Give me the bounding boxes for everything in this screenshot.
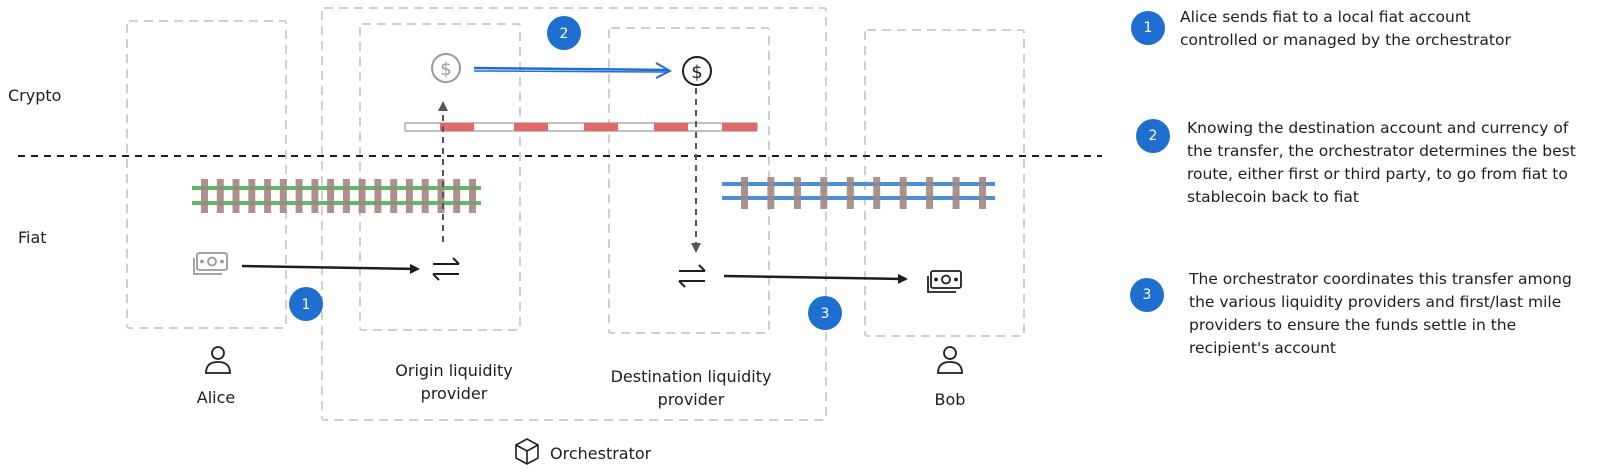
rail-tie <box>358 179 366 213</box>
rail-tie <box>342 179 350 213</box>
rail-tie <box>437 179 445 213</box>
crypto-rail <box>404 122 758 132</box>
destination-lp-label-line2: provider <box>658 390 725 409</box>
alice-cash-icon <box>193 252 228 275</box>
rail-tie <box>279 179 287 213</box>
rail-tie <box>899 177 907 209</box>
legend-badge-3: 3 <box>1130 278 1164 312</box>
destination-to-bob-arrow <box>723 273 908 284</box>
svg-text:1: 1 <box>302 297 311 313</box>
origin-lp-label-line2: provider <box>421 384 488 403</box>
rail-tie <box>846 177 854 209</box>
svg-text:2: 2 <box>560 26 569 42</box>
fiat-rail-destination <box>722 177 995 209</box>
rail-tie <box>421 179 429 213</box>
svg-text:$: $ <box>440 59 451 80</box>
alice-to-origin-arrow <box>241 263 420 274</box>
rail-tie <box>469 179 476 213</box>
bob-cash-icon <box>927 270 962 293</box>
orchestrator-box <box>321 7 827 421</box>
origin-dollar-icon: $ <box>431 53 461 83</box>
svg-text:3: 3 <box>821 306 830 322</box>
origin-exchange-icon <box>432 257 460 281</box>
diagram-badge-2: 2 <box>547 16 581 50</box>
svg-text:$: $ <box>691 62 702 83</box>
legend-badge-2: 2 <box>1136 119 1170 153</box>
rail-tie <box>232 179 240 213</box>
rail-tie <box>926 177 934 209</box>
alice-box <box>126 20 287 329</box>
rail-tie <box>979 177 986 209</box>
rail-tie <box>201 179 208 213</box>
legend-step-3-text: The orchestrator coordinates this transf… <box>1189 270 1572 357</box>
legend-step-2-text: Knowing the destination account and curr… <box>1187 119 1576 206</box>
diagram-badge-1: 1 <box>289 287 323 321</box>
rail-tie <box>793 177 801 209</box>
crypto-layer-label: Crypto <box>8 86 61 105</box>
rail-tie <box>873 177 881 209</box>
diagram-badge-3: 3 <box>808 296 842 330</box>
legend-badge-1: 1 <box>1131 11 1165 45</box>
rail-tie <box>741 177 748 209</box>
crypto-transfer-arrow <box>473 62 673 79</box>
rail-tie <box>248 179 256 213</box>
origin-lp-label-line1: Origin liquidity <box>395 361 512 380</box>
destination-dollar-icon: $ <box>682 56 712 86</box>
rail-tie <box>264 179 272 213</box>
rail-tie <box>216 179 224 213</box>
rail-tie <box>374 179 382 213</box>
orchestrator-cube-icon <box>515 438 539 465</box>
bob-person-icon <box>937 346 963 374</box>
rail-tie <box>952 177 960 209</box>
rail-tie <box>453 179 461 213</box>
destination-lp-box <box>608 27 770 334</box>
rail-tie <box>405 179 413 213</box>
orchestrator-label: Orchestrator <box>550 444 652 463</box>
fiat-layer-label: Fiat <box>18 228 47 247</box>
rail-tie <box>767 177 775 209</box>
origin-lp-box <box>359 23 521 331</box>
destination-lp-label-line1: Destination liquidity <box>611 367 772 386</box>
alice-label: Alice <box>197 388 235 407</box>
bob-label: Bob <box>935 390 966 409</box>
rail-tie <box>311 179 319 213</box>
fiat-rail-origin <box>192 179 481 213</box>
legend-step-1-text: Alice sends fiat to a local fiat account… <box>1180 8 1511 49</box>
alice-person-icon <box>205 346 231 374</box>
rail-tie <box>390 179 398 213</box>
rail-tie <box>820 177 828 209</box>
rail-tie <box>295 179 303 213</box>
rail-tie <box>327 179 335 213</box>
destination-exchange-icon <box>678 264 706 288</box>
